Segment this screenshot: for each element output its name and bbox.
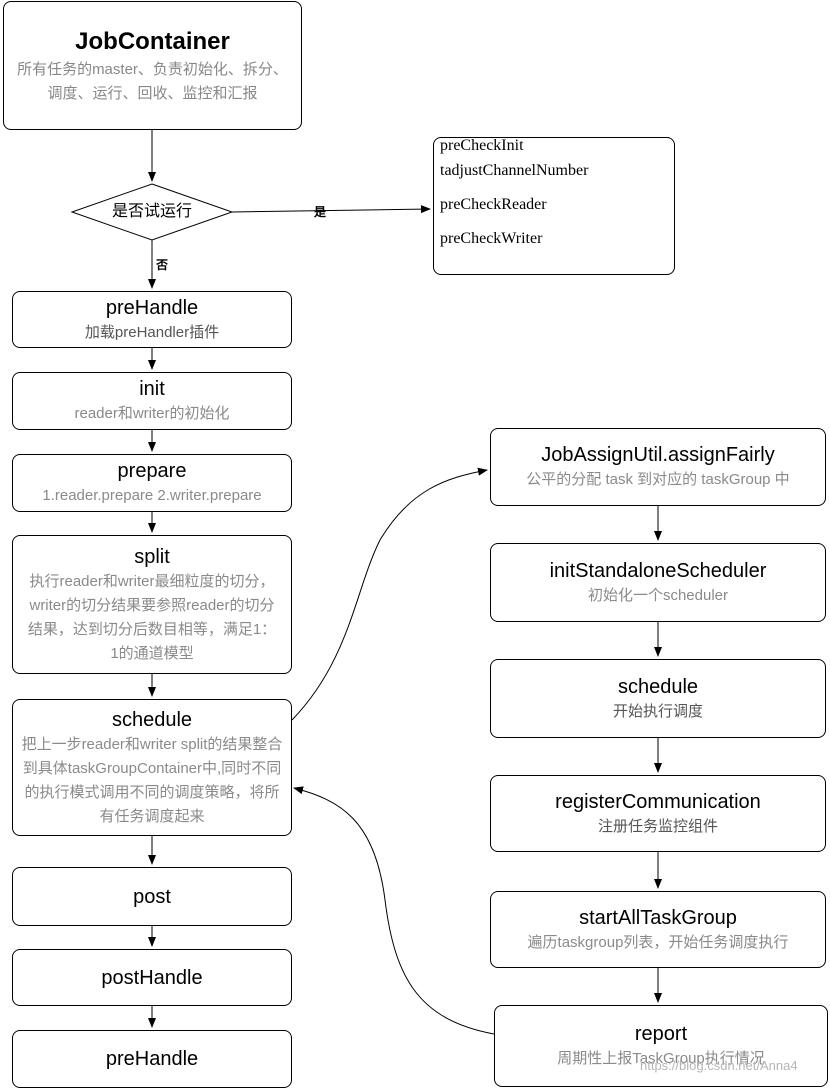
step-title: postHandle [101, 966, 203, 989]
step-title: init [139, 378, 165, 400]
step-title: prepare [117, 460, 187, 482]
step-subtitle: 遍历taskgroup列表，开始任务调度执行 [527, 933, 789, 951]
pre-check-box: preCheckInit tadjustChannelNumber preChe… [433, 137, 675, 275]
step-title: report [634, 1023, 688, 1045]
pre-check-item: preCheckInit [440, 137, 524, 154]
step-start-all-task-group: startAllTaskGroup 遍历taskgroup列表，开始任务调度执行 [490, 891, 826, 968]
step-subtitle: 公平的分配 task 到对应的 taskGroup 中 [526, 471, 790, 488]
decision-no-label: 否 [156, 258, 169, 272]
pre-check-item: preCheckWriter [440, 230, 543, 247]
step-title: preHandle [105, 296, 199, 319]
step-subtitle: 周期性上报TaskGroup执行情况 [557, 1050, 765, 1067]
step-subtitle: 开始执行调度 [612, 702, 703, 720]
step-subtitle: 1.reader.prepare 2.writer.prepare [42, 487, 262, 504]
step-title: startAllTaskGroup [579, 906, 737, 929]
pre-check-item: tadjustChannelNumber [440, 162, 589, 179]
step-title: post [133, 885, 171, 908]
arrow-decision-yes [231, 205, 431, 214]
step-subtitle: 注册任务监控组件 [597, 817, 718, 835]
step-title: split [134, 545, 170, 568]
watermark-text: https://blog.csdn.net/Anna4 [640, 1058, 798, 1073]
step-post: post [12, 867, 292, 926]
step-report: report 周期性上报TaskGroup执行情况 [494, 1005, 828, 1087]
step-title: registerCommunication [555, 790, 761, 813]
step-schedule-right: schedule 开始执行调度 [490, 659, 826, 738]
job-container-box: JobContainer 所有任务的master、负责初始化、拆分、调度、运行、… [3, 1, 302, 130]
step-assign-fairly: JobAssignUtil.assignFairly 公平的分配 task 到对… [490, 428, 826, 506]
step-title: schedule [111, 708, 193, 731]
step-subtitle: 把上一步reader和writer split的结果整合到具体taskGroup… [21, 735, 283, 825]
step-title: initStandaloneScheduler [549, 559, 767, 582]
step-title: JobAssignUtil.assignFairly [541, 444, 775, 466]
step-init-standalone-scheduler: initStandaloneScheduler 初始化一个scheduler [490, 543, 826, 622]
step-split: split 执行reader和writer最细粒度的切分，writer的切分结果… [12, 535, 292, 674]
step-posthandle: postHandle [12, 949, 292, 1006]
step-subtitle: 加载preHandler插件 [84, 323, 220, 341]
step-subtitle: 初始化一个scheduler [587, 586, 729, 604]
step-schedule: schedule 把上一步reader和writer split的结果整合到具体… [12, 699, 292, 836]
step-title: preHandle [105, 1048, 199, 1070]
step-title: schedule [617, 675, 699, 698]
step-prehandle: preHandle 加载preHandler插件 [12, 291, 292, 348]
arrow-schedule-to-assign [291, 467, 488, 721]
job-container-subtitle: 所有任务的master、负责初始化、拆分、调度、运行、回收、监控和汇报 [17, 60, 288, 102]
pre-check-item: preCheckReader [440, 196, 547, 213]
step-prehandle-final: preHandle [12, 1030, 292, 1088]
step-prepare: prepare 1.reader.prepare 2.writer.prepar… [12, 454, 292, 512]
step-subtitle: reader和writer的初始化 [74, 405, 230, 422]
step-subtitle: 执行reader和writer最细粒度的切分，writer的切分结果要参照rea… [27, 572, 277, 662]
step-register-communication: registerCommunication 注册任务监控组件 [490, 775, 826, 852]
decision-label: 是否试运行 [111, 203, 192, 220]
step-init: init reader和writer的初始化 [12, 372, 292, 430]
job-container-title: JobContainer [75, 27, 230, 55]
decision-yes-label: 是 [314, 205, 327, 219]
arrow-report-to-schedule [293, 786, 495, 1035]
